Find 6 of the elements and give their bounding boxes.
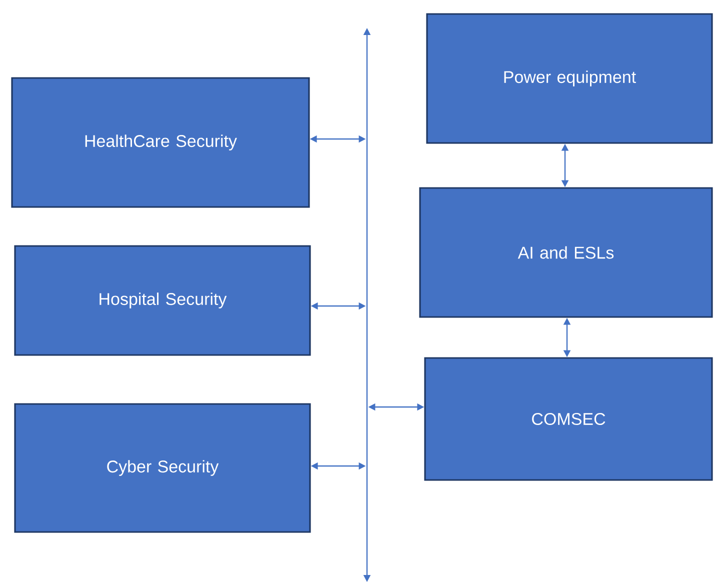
process-box: Power equipment (426, 13, 713, 144)
process-box: AI and ESLs (419, 187, 713, 318)
process-box: COMSEC (424, 357, 713, 481)
process-box: HealthCare Security (11, 77, 310, 208)
process-box: Cyber Security (14, 403, 311, 533)
process-box: Hospital Security (14, 245, 311, 356)
